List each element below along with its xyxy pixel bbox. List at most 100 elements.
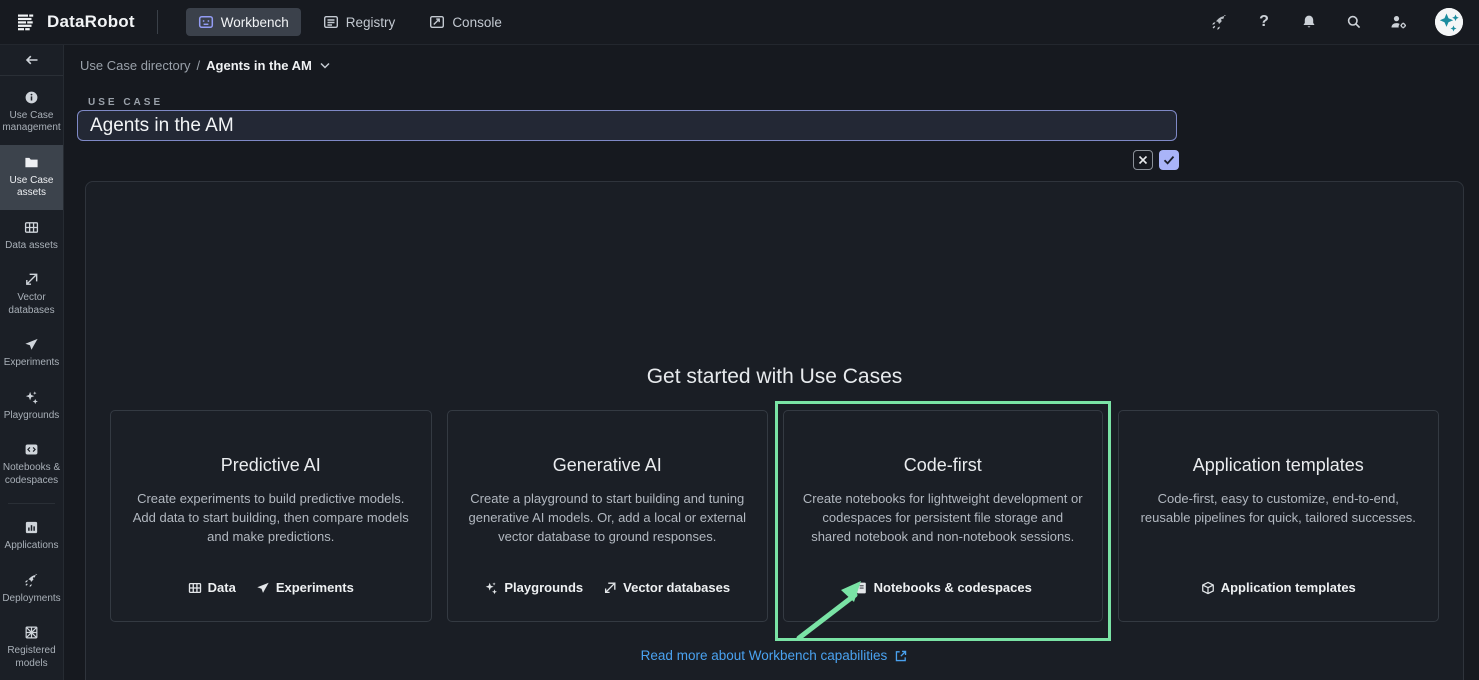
registry-icon: [323, 14, 339, 30]
sidebar-item-notebooks-codespaces[interactable]: Notebooks & codespaces: [0, 432, 63, 497]
playgrounds-link[interactable]: Playgrounds: [484, 580, 583, 595]
sidebar-item-applications[interactable]: Applications: [0, 510, 63, 563]
link-label: Playgrounds: [504, 580, 584, 595]
vector-db-icon: [603, 581, 617, 595]
sidebar-item-use-case-management[interactable]: Use Case management: [0, 80, 63, 145]
sidebar-item-use-case-assets[interactable]: Use Case assets: [0, 144, 63, 210]
card-description: Create experiments to build predictive m…: [132, 491, 409, 544]
panel-footer: Read more about Workbench capabilities: [86, 648, 1463, 663]
use-case-field-label: USE CASE: [88, 97, 164, 108]
card-links: Data Experiments: [188, 580, 354, 595]
search-icon[interactable]: [1345, 13, 1363, 31]
send-icon: [24, 337, 39, 352]
sidebar-item-label: Experiments: [3, 357, 60, 369]
use-case-name-input[interactable]: [77, 110, 1177, 141]
sidebar-item-label: Use Case assets: [9, 174, 54, 199]
card-title: Application templates: [1192, 455, 1364, 475]
sidebar-item-label: Data assets: [5, 239, 58, 251]
sidebar-divider: [0, 75, 63, 76]
notebooks-codespaces-link[interactable]: Notebooks & codespaces: [854, 580, 1032, 595]
vector-db-icon: [24, 272, 39, 287]
card-description: Create notebooks for lightweight develop…: [802, 491, 1083, 544]
sidebar-item-vector-databases[interactable]: Vector databases: [0, 262, 63, 327]
workbench-icon: [198, 14, 214, 30]
use-case-cards: Predictive AI Create experiments to buil…: [110, 401, 1439, 641]
card-links: Notebooks & codespaces: [854, 580, 1032, 595]
tab-workbench[interactable]: Workbench: [185, 8, 301, 36]
link-label: Experiments: [275, 580, 354, 595]
chevron-down-icon[interactable]: [320, 62, 330, 69]
link-text: Read more about Workbench capabilities: [640, 648, 888, 663]
sidebar-item-playgrounds[interactable]: Playgrounds: [0, 380, 63, 433]
cancel-button[interactable]: [1133, 150, 1153, 170]
card-predictive-ai[interactable]: Predictive AI Create experiments to buil…: [110, 410, 432, 622]
external-link-icon: [894, 649, 908, 663]
card-application-templates[interactable]: Application templates Code-first, easy t…: [1117, 410, 1439, 622]
topbar-divider: [156, 10, 158, 34]
panel-heading: Get started with Use Cases: [646, 365, 903, 388]
model-box-icon: [24, 625, 39, 640]
rocket-icon: [24, 573, 39, 588]
sidebar-item-label: Playgrounds: [3, 409, 60, 421]
sidebar-item-label: Deployments: [2, 592, 61, 604]
card-generative-ai[interactable]: Generative AI Create a playground to sta…: [446, 410, 768, 622]
table-icon: [24, 220, 39, 235]
tab-label: Registry: [345, 14, 396, 30]
avatar-sparkles[interactable]: [1435, 8, 1463, 36]
content-area: Use Case directory / Agents in the AM US…: [64, 45, 1479, 680]
sidebar-item-experiments[interactable]: Experiments: [0, 327, 63, 380]
get-started-panel: Get started with Use Cases Predictive AI…: [85, 181, 1464, 680]
close-icon: [1138, 155, 1148, 165]
brand-name: DataRobot: [47, 12, 135, 31]
card-title: Generative AI: [552, 455, 662, 475]
sidebar-item-deployments[interactable]: Deployments: [0, 563, 63, 616]
send-icon: [256, 581, 270, 595]
sidebar-item-registered-models[interactable]: Registered models: [0, 615, 63, 680]
card-title: Predictive AI: [220, 455, 321, 475]
card-description: Code-first, easy to customize, end-to-en…: [1140, 491, 1416, 525]
link-label: Application templates: [1220, 580, 1356, 595]
table-icon: [188, 581, 202, 595]
notebook-icon: [854, 581, 868, 595]
link-label: Data: [207, 580, 236, 595]
tab-registry[interactable]: Registry: [311, 8, 408, 36]
breadcrumb-current[interactable]: Agents in the AM: [206, 58, 312, 73]
back-arrow-icon: [24, 52, 40, 68]
help-icon[interactable]: ?: [1259, 13, 1269, 30]
back-button[interactable]: [0, 45, 63, 75]
bar-chart-box-icon: [24, 520, 39, 535]
tab-label: Workbench: [220, 14, 289, 30]
breadcrumb-parent[interactable]: Use Case directory: [80, 58, 191, 73]
top-bar: DataRobot Workbench Registry: [0, 0, 1479, 45]
read-more-link[interactable]: Read more about Workbench capabilities: [641, 648, 909, 663]
sidebar: Use Case management Use Case assets Data…: [0, 45, 64, 680]
application-templates-link[interactable]: Application templates: [1201, 580, 1356, 595]
experiments-link[interactable]: Experiments: [256, 580, 354, 595]
card-links: Playgrounds Vector databases: [484, 580, 730, 595]
sidebar-item-label: Notebooks & codespaces: [2, 462, 61, 486]
package-icon: [1201, 581, 1215, 595]
card-links: Application templates: [1201, 580, 1356, 595]
sidebar-item-label: Use Case management: [2, 109, 61, 134]
data-link[interactable]: Data: [188, 580, 236, 595]
sidebar-item-data-assets[interactable]: Data assets: [0, 210, 63, 263]
card-title: Code-first: [903, 455, 982, 475]
breadcrumb-separator: /: [196, 58, 201, 73]
sidebar-item-label: Applications: [4, 540, 59, 551]
rocket-icon[interactable]: [1210, 13, 1228, 31]
topbar-actions: ?: [1210, 8, 1463, 36]
folder-icon: [24, 155, 39, 170]
primary-nav: Workbench Registry Console: [185, 8, 514, 36]
brand[interactable]: DataRobot: [18, 12, 135, 32]
datarobot-logo-icon: [18, 14, 37, 31]
link-label: Vector databases: [623, 580, 731, 595]
confirm-button[interactable]: [1159, 150, 1179, 170]
edit-actions: [1133, 150, 1179, 170]
card-code-first[interactable]: Code-first Create notebooks for lightwei…: [783, 410, 1103, 622]
bell-icon[interactable]: [1300, 13, 1318, 31]
tab-label: Console: [452, 14, 502, 30]
sparkles-icon: [24, 390, 39, 405]
user-settings-icon[interactable]: [1390, 13, 1408, 31]
vector-databases-link[interactable]: Vector databases: [603, 580, 730, 595]
tab-console[interactable]: Console: [417, 8, 514, 36]
